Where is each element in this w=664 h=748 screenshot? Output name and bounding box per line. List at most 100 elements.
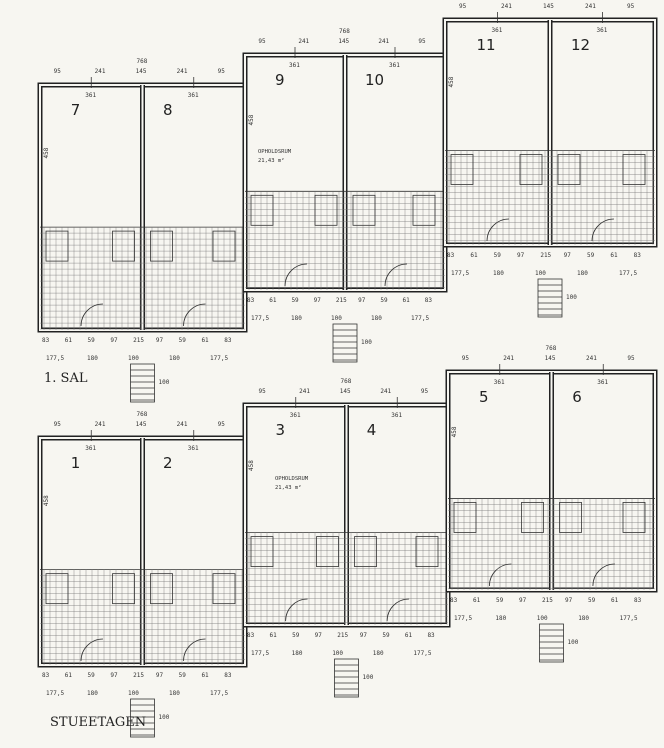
dimension-label: 61 [470,252,478,259]
porch-dimension-label: 177,5 [210,355,228,362]
dimension-label: 61 [201,337,209,344]
bathroom-fixture [519,154,543,185]
exterior-stair [539,623,564,663]
dimension-label: 83 [224,337,232,344]
total-width-label: 768 [137,58,148,65]
dimension-label: 145 [338,38,349,45]
porch-dimension-label: 180 [292,650,303,657]
dimension-label: 145 [340,388,351,395]
window-dimension: 361 [188,92,199,99]
stair-width-label: 100 [568,639,579,646]
porch-dimension-label: 177,5 [210,690,228,697]
bathroom-fixture [412,194,436,226]
dimension-label: 241 [380,388,391,395]
unit-number: 5 [479,388,489,406]
porch-dimension-label: 177,5 [413,650,431,657]
dimension-label: 95 [462,355,470,362]
porch-dimension-label: 180 [578,615,589,622]
dimension-label: 83 [224,672,232,679]
dimension-label: 59 [179,672,187,679]
dimension-label: 83 [447,252,455,259]
dimension-label: 97 [519,597,527,604]
porch-dimension-label: 100 [128,690,139,697]
exterior-stair [130,363,155,403]
door-swing [284,263,308,287]
bathroom-fixture [354,536,377,567]
porch-dimension-label: 100 [535,270,546,277]
bathroom-fixture [250,536,274,567]
porch-dimension-label: 177,5 [620,615,638,622]
dimension-label: 241 [298,38,309,45]
dimension-label: 97 [314,297,322,304]
dimension-label: 61 [610,252,618,259]
bathroom-fixture [559,502,582,533]
dimension-label: 95 [218,421,226,428]
dimension-label: 241 [378,38,389,45]
porch-dimension-label: 180 [373,650,384,657]
dimension-label: 241 [95,68,106,75]
upper-room-label: OPHOLDSRUM [258,149,292,155]
dimension-label: 97 [517,252,525,259]
depth-label: 458 [248,460,255,471]
bathroom-fixture [622,502,646,533]
bathroom-fixture [212,230,236,262]
dimension-label: 59 [88,672,96,679]
window-dimension: 361 [597,27,608,34]
unit-number: 9 [275,71,285,89]
dimension-label: 61 [65,672,73,679]
dimension-label: 83 [425,297,433,304]
stair-width-label: 100 [361,339,372,346]
window-dimension: 361 [85,445,96,452]
porch-dimension-label: 100 [537,615,548,622]
dimension-label: 83 [42,672,50,679]
depth-label: 458 [43,495,50,506]
bathroom-fixture [45,573,69,605]
porch-dimension-label: 180 [169,690,180,697]
window-dimension: 361 [391,412,402,419]
door-swing [489,563,512,587]
dimension-label: 59 [587,252,595,259]
unit-number: 6 [572,388,582,406]
porch-dimension-label: 180 [87,355,98,362]
dimension-label: 61 [65,337,73,344]
upper-plan-title: 1. SAL [44,371,88,386]
ground-room-label: OPHOLDSRUM [275,476,309,482]
porch-dimension-label: 180 [495,615,506,622]
exterior-stair [332,323,358,363]
dimension-label: 95 [418,38,426,45]
dimension-label: 97 [156,672,164,679]
depth-label: 458 [248,114,255,125]
bathroom-fixture [521,502,544,533]
porch-dimension-label: 177,5 [251,650,269,657]
stair-width-label: 100 [363,674,374,681]
door-swing [183,303,206,327]
dimension-label: 61 [201,672,209,679]
unit-number: 1 [71,454,81,472]
dimension-label: 59 [291,297,299,304]
dimension-label: 59 [179,337,187,344]
bathroom-fixture [314,194,338,226]
exterior-stair [334,658,359,698]
dimension-label: 59 [88,337,96,344]
dimension-label: 83 [247,632,255,639]
unit-number: 8 [163,101,173,119]
dimension-label: 215 [540,252,551,259]
dimension-label: 95 [218,68,226,75]
porch-dimension-label: 180 [169,355,180,362]
dimension-label: 215 [337,632,348,639]
total-width-label: 768 [341,378,352,385]
dimension-label: 97 [565,597,573,604]
dimension-label: 61 [611,597,619,604]
dimension-label: 97 [360,632,368,639]
dimension-label: 95 [627,3,635,10]
dimension-label: 145 [543,3,554,10]
bathroom-fixture [112,230,135,262]
dimension-label: 95 [54,421,62,428]
dimension-label: 215 [336,297,347,304]
porch-dimension-label: 177,5 [454,615,472,622]
door-swing [386,598,410,622]
dimension-label: 241 [177,421,188,428]
door-swing [285,598,308,622]
